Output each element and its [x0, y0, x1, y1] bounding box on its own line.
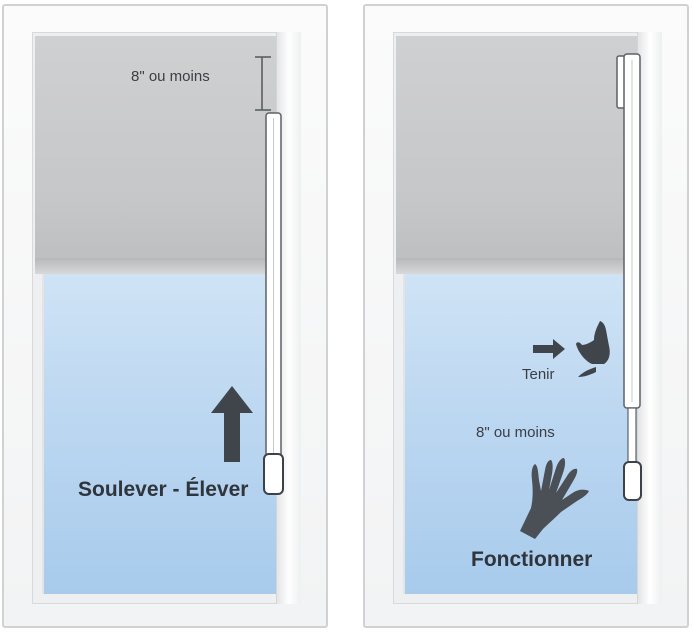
holding-hand-icon — [576, 321, 610, 377]
shade-bottom-rail — [396, 258, 640, 274]
wand-handle — [263, 453, 284, 495]
wand-right — [616, 53, 642, 501]
right-arrow-icon — [533, 339, 565, 359]
window-panel-right — [363, 4, 689, 628]
measure-bracket-left — [255, 56, 271, 111]
action-label-lift: Soulever - Élever — [78, 478, 249, 501]
hold-label: Tenir — [522, 366, 555, 383]
measure-label-right: 8" ou moins — [476, 424, 555, 441]
shade-bottom-rail — [35, 258, 279, 274]
wand-left — [263, 112, 284, 495]
shade-fabric — [35, 36, 279, 269]
operating-hand-icon — [520, 458, 589, 539]
measure-label-left: 8" ou moins — [131, 68, 210, 85]
action-label-operate: Fonctionner — [471, 548, 593, 571]
wand-handle — [623, 461, 642, 501]
shade-fabric — [396, 36, 640, 269]
lift-arrow-icon — [211, 386, 253, 462]
window-panel-left — [2, 4, 328, 628]
